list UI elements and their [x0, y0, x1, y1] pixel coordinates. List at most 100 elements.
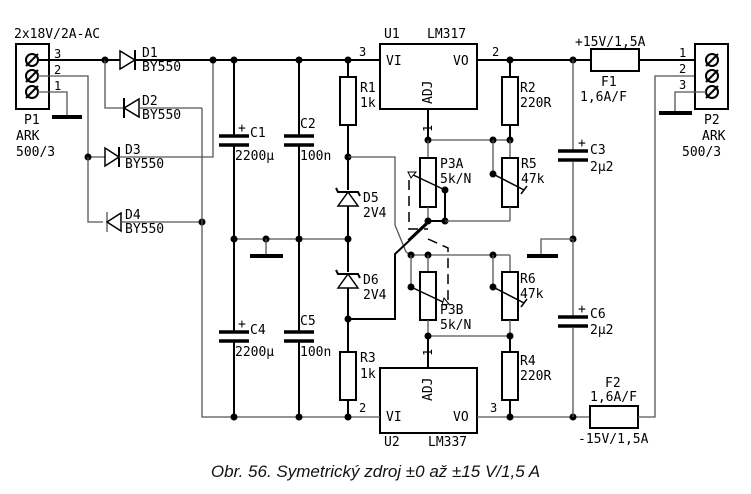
regulator-u2: U2 LM337 VI VO ADJ 2 3 1: [359, 349, 497, 450]
f1-ref: F1: [601, 75, 617, 90]
u1-pin-vi: VI: [386, 54, 402, 69]
c4-value: 2200µ: [235, 345, 274, 360]
p2-pin3-label: 3: [679, 78, 686, 92]
resistor-r4: R4 220R: [501, 336, 551, 417]
potentiometer-p3b: P3B 5k/N: [407, 251, 510, 336]
r2-ref: R2: [520, 81, 536, 96]
diode-d2: D2 BY550: [118, 94, 202, 123]
c1-ref: C1: [250, 126, 266, 141]
p2-part: 500/3: [682, 145, 721, 160]
plus-icon: +: [238, 317, 246, 332]
c6-ref: C6: [590, 307, 606, 322]
r1-value: 1k: [360, 96, 376, 111]
negative-output-label: -15V/1,5A: [578, 432, 649, 447]
d3-ref: D3: [125, 143, 141, 158]
r6-value: 47k: [520, 287, 544, 302]
p1-type: ARK: [16, 129, 40, 144]
p1-pin3-label: 3: [54, 47, 61, 61]
plus-icon: +: [578, 302, 586, 317]
d4-value: BY550: [125, 222, 164, 237]
p2-pin2-label: 2: [679, 62, 686, 76]
u2-part: LM337: [428, 435, 467, 450]
fuse-f2: F2 1,6A/F -15V/1,5A: [578, 75, 700, 447]
plus-icon: +: [578, 136, 586, 151]
r3-ref: R3: [360, 351, 376, 366]
u2-ref: U2: [384, 435, 400, 450]
u1-pin-in-number: 3: [359, 45, 366, 59]
u2-pin-adj-number: 1: [421, 349, 435, 356]
ganged-pot-link: [408, 180, 428, 230]
p1-ref: P1: [24, 113, 40, 128]
u2-pin-vi: VI: [386, 410, 402, 425]
d3-value: BY550: [125, 157, 164, 172]
p2-type: ARK: [702, 129, 726, 144]
capacitor-c6: + C6 2µ2: [558, 239, 613, 417]
c5-ref: C5: [300, 314, 316, 329]
d6-ref: D6: [363, 273, 379, 288]
zener-diode-d5: D5 2V4: [335, 157, 387, 239]
p1-pin1-label: 1: [54, 79, 61, 93]
d4-ref: D4: [125, 208, 141, 223]
circuit-schematic: 2x18V/2A-AC 3 2 1 P1 ARK 500/3 D1 BY550 …: [14, 27, 729, 450]
d1-ref: D1: [142, 46, 158, 61]
positive-output-label: +15V/1,5A: [575, 35, 646, 50]
diode-d1: D1 BY550: [105, 46, 213, 75]
connector-p2: 1 2 3 P2 ARK 500/3: [659, 43, 729, 160]
trimmer-r6: R6 47k: [489, 255, 544, 336]
d1-value: BY550: [142, 60, 181, 75]
c2-value: 100n: [300, 149, 331, 164]
c5-value: 100n: [300, 345, 331, 360]
u1-pin-out-number: 2: [492, 45, 499, 59]
plus-icon: +: [238, 121, 246, 136]
capacitor-c4: + C4 2200µ: [219, 239, 274, 417]
resistor-r1: R1 1k: [339, 60, 376, 157]
f2-value: 1,6A/F: [590, 390, 637, 405]
u2-pin-adj: ADJ: [421, 378, 436, 401]
d5-ref: D5: [363, 191, 379, 206]
u1-pin-adj: ADJ: [421, 81, 436, 104]
r4-value: 220R: [520, 369, 551, 384]
capacitor-c2: C2 100n: [284, 60, 331, 239]
c4-ref: C4: [250, 323, 266, 338]
p3a-value: 5k/N: [440, 172, 471, 187]
regulator-u1: U1 LM317 VI VO ADJ 3 2 1: [359, 27, 499, 132]
screw-terminal-icon: [705, 53, 719, 99]
r1-ref: R1: [360, 81, 376, 96]
r5-ref: R5: [521, 157, 537, 172]
screw-terminal-icon: [25, 53, 39, 99]
u2-pin-vo: VO: [453, 410, 469, 425]
c2-ref: C2: [300, 117, 316, 132]
c3-ref: C3: [590, 143, 606, 158]
c1-value: 2200µ: [235, 149, 274, 164]
connector-p1: 2x18V/2A-AC 3 2 1 P1 ARK 500/3: [14, 27, 100, 160]
d5-value: 2V4: [363, 206, 387, 221]
d2-ref: D2: [142, 94, 158, 109]
p2-pin1-label: 1: [679, 46, 686, 60]
c6-value: 2µ2: [590, 323, 613, 338]
f2-ref: F2: [605, 376, 621, 391]
p3a-ref: P3A: [440, 157, 464, 172]
p1-pin2-label: 2: [54, 63, 61, 77]
figure-caption: Obr. 56. Symetrický zdroj ±0 až ±15 V/1,…: [210, 462, 541, 481]
diode-d3: D3 BY550: [104, 60, 214, 172]
u1-part: LM317: [427, 27, 466, 42]
u2-pin-out-number: 3: [490, 401, 497, 415]
diode-d4: D4 BY550: [105, 208, 202, 237]
r5-value: 47k: [521, 172, 545, 187]
fuse-f1: +15V/1,5A F1 1,6A/F: [575, 35, 700, 105]
zener-diode-d6: D6 2V4: [335, 239, 387, 319]
p3b-value: 5k/N: [440, 318, 471, 333]
resistor-r3: R3 1k: [339, 319, 376, 417]
capacitor-c3: + C3 2µ2: [558, 60, 613, 239]
potentiometer-p3a: P3A 5k/N: [407, 140, 471, 225]
capacitor-c5: C5 100n: [284, 239, 331, 417]
trimmer-r5: R5 47k: [445, 140, 545, 222]
c3-value: 2µ2: [590, 160, 613, 175]
u1-ref: U1: [384, 27, 400, 42]
r6-ref: R6: [520, 272, 536, 287]
p1-part: 500/3: [16, 145, 55, 160]
f1-value: 1,6A/F: [580, 90, 627, 105]
r3-value: 1k: [360, 367, 376, 382]
capacitor-c1: + C1 2200µ: [219, 60, 274, 239]
r4-ref: R4: [520, 354, 536, 369]
